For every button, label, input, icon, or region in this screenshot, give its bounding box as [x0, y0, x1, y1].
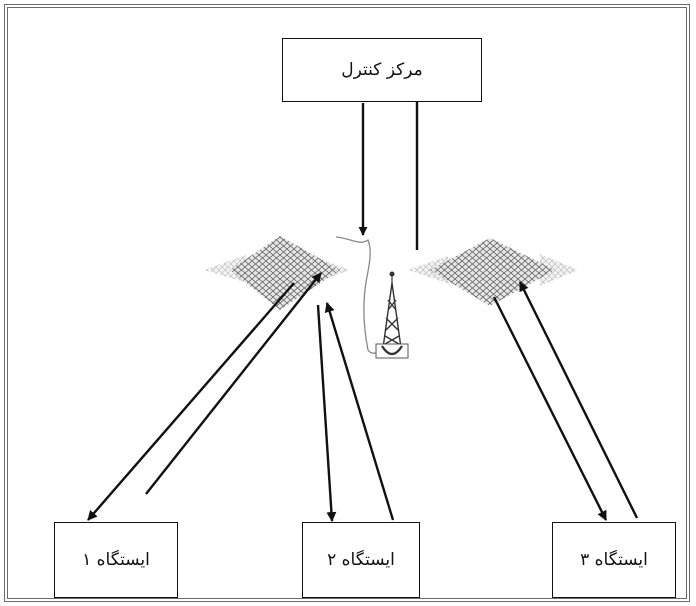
station-3-downlink-arrow — [492, 296, 608, 521]
station-2-box: ایستگاه ۲ — [302, 522, 420, 598]
station-1-downlink-arrow — [87, 282, 295, 521]
station-2-label: ایستگاه ۲ — [327, 550, 395, 570]
station-3-uplink-arrow — [518, 281, 639, 519]
control-center-box: مرکز کنترل — [282, 38, 482, 102]
station-1-uplink-arrow — [145, 272, 322, 495]
station-1-box: ایستگاه ۱ — [54, 522, 178, 598]
station-1-label: ایستگاه ۱ — [82, 550, 150, 570]
diagram-frame — [4, 4, 690, 602]
antenna-pattern-icon — [408, 238, 578, 306]
radio-tower-icon — [335, 236, 409, 359]
station-3-label: ایستگاه ۳ — [580, 550, 648, 570]
station-2-downlink-arrow — [316, 304, 337, 522]
station-3-box: ایستگاه ۳ — [552, 522, 676, 598]
antenna-pattern-icon — [204, 236, 350, 310]
station-2-uplink-arrow — [324, 302, 395, 521]
control-center-label: مرکز کنترل — [341, 60, 423, 80]
